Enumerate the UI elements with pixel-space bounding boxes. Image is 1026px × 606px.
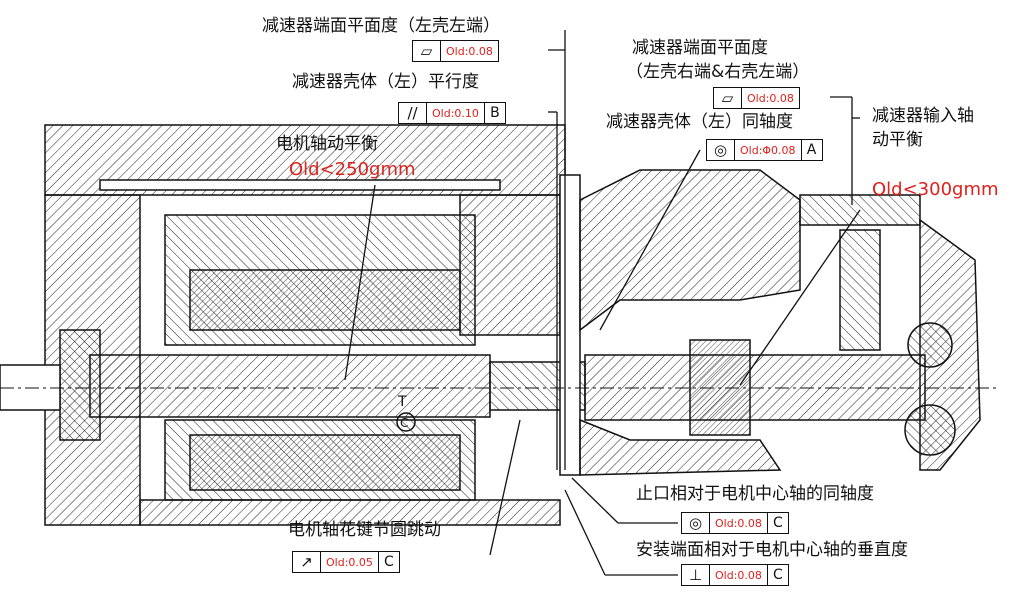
fcf-value: Old:0.08 [747,91,794,105]
label-motor-balance: 电机轴动平衡 [276,134,378,154]
label-spline-runout: 电机轴花键节圆跳动 [288,520,441,540]
fcf-value: Old:0.05 [321,552,379,572]
fcf-coaxial-left: ◎ Old:Φ0.08 A [706,139,823,161]
value-input-shaft-balance: Old<300gmm [872,179,999,200]
datum-marker-t: T [398,394,407,410]
datum-c-symbol [396,412,416,432]
fcf-datum: C [384,554,394,570]
coaxiality-icon: ◎ [682,513,710,533]
fcf-parallelism-left: // Old:0.10 B [398,102,506,124]
parallelism-icon: // [399,103,427,123]
stator [164,214,476,501]
fcf-flatness-both: ▱ Old:0.08 [713,87,800,109]
fcf-datum: C [773,567,783,583]
fcf-flatness-left: ▱ Old:0.08 [412,40,499,62]
label-coaxial-left: 减速器壳体（左）同轴度 [606,112,793,132]
flatness-icon: ▱ [413,41,441,61]
coaxiality-icon: ◎ [707,140,735,160]
fcf-mount-perpendicular: ⊥ Old:0.08 C [681,564,789,586]
fcf-datum: B [490,105,500,121]
label-spigot-coaxial: 止口相对于电机中心轴的同轴度 [636,484,874,504]
runout-icon: ↗ [293,552,321,572]
label-parallelism-left: 减速器壳体（左）平行度 [292,72,479,92]
label-input-shaft-1: 减速器输入轴 [872,106,974,126]
perpendicularity-icon: ⊥ [682,565,710,585]
fcf-datum: C [773,515,783,531]
label-flatness-both-2: （左壳右端&右壳左端） [626,62,810,82]
leader-lines [344,30,861,576]
input-shaft [584,322,956,456]
fcf-datum: A [806,142,817,158]
label-flatness-both-1: 减速器端面平面度 [632,38,768,58]
fcf-value: Old:0.10 [427,103,485,123]
fcf-value: Old:0.08 [710,565,768,585]
label-flatness-left: 减速器端面平面度（左壳左端） [262,16,500,36]
flatness-icon: ▱ [714,88,742,108]
label-mount-perpendicular: 安装端面相对于电机中心轴的垂直度 [636,540,908,560]
motor-shaft [0,329,586,441]
value-motor-balance: Old<250gmm [289,159,416,180]
fcf-spigot-coaxial: ◎ Old:0.08 C [681,512,789,534]
label-input-shaft-2: 动平衡 [872,130,923,150]
fcf-value: Old:Φ0.08 [735,140,802,160]
fcf-spline-runout: ↗ Old:0.05 C [292,551,400,573]
datum-marker-c: C [400,416,409,430]
fcf-value: Old:0.08 [710,513,768,533]
fcf-value: Old:0.08 [446,44,493,58]
